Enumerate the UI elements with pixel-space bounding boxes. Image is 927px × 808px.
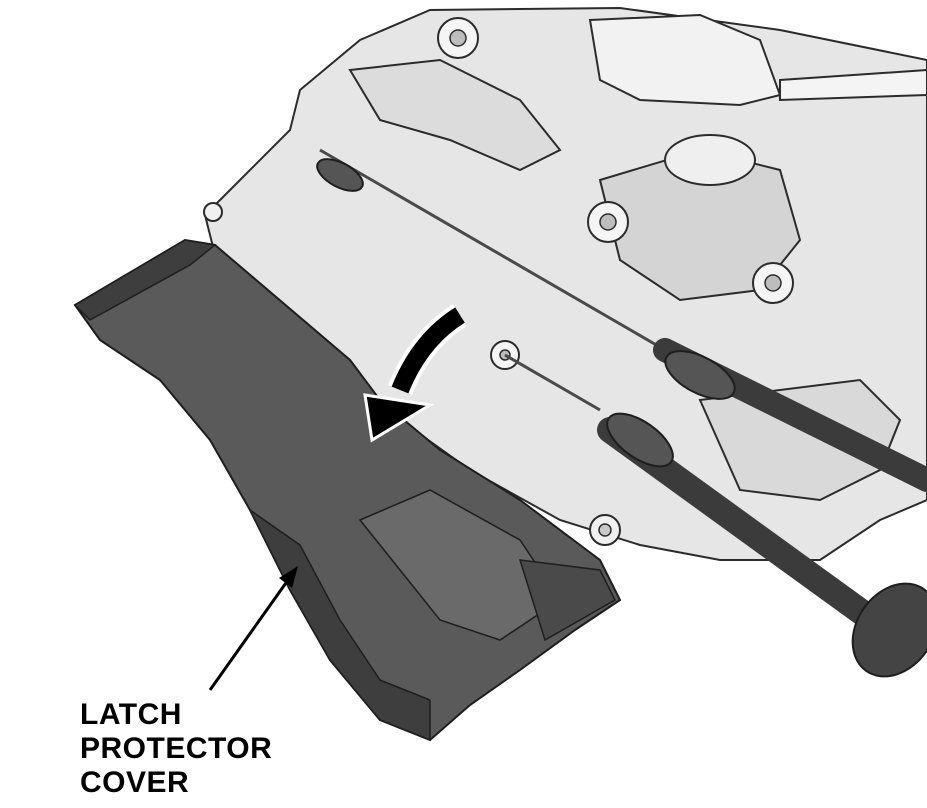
screw-2 <box>587 201 629 243</box>
removal-direction-arrow <box>363 303 468 443</box>
cable-boot <box>851 582 927 678</box>
latch-pivot <box>664 134 756 186</box>
cable-end-lower <box>606 412 674 468</box>
cover-top-edge <box>73 239 217 321</box>
cover-clip <box>518 559 616 642</box>
inner-cable-lower <box>504 353 601 412</box>
latch-assembly <box>203 6 927 561</box>
callout-leader <box>208 566 298 691</box>
cable-end-upper <box>664 350 736 400</box>
mount-post <box>589 514 621 546</box>
inner-cable-upper <box>319 148 666 352</box>
removal-arrow-head <box>363 393 435 443</box>
screw-3 <box>752 262 794 304</box>
pin-left <box>203 202 223 222</box>
cables <box>316 148 927 678</box>
latch-tab <box>779 68 927 102</box>
callout-line-2: PROTECTOR <box>80 732 273 765</box>
callout-arrow-head <box>279 566 298 588</box>
latch-protector-cover-label: LATCH PROTECTOR COVER <box>80 698 272 800</box>
callout-line-1: LATCH <box>80 698 182 731</box>
latch-protector-cover <box>73 238 622 742</box>
callout-line-3: COVER <box>80 766 190 799</box>
latch-upper-plate <box>588 13 782 107</box>
latch-lever <box>348 58 562 172</box>
cover-side-edge <box>249 509 431 742</box>
screw-1 <box>437 17 479 59</box>
cable-end-top <box>316 158 364 192</box>
callout-line <box>208 579 290 691</box>
